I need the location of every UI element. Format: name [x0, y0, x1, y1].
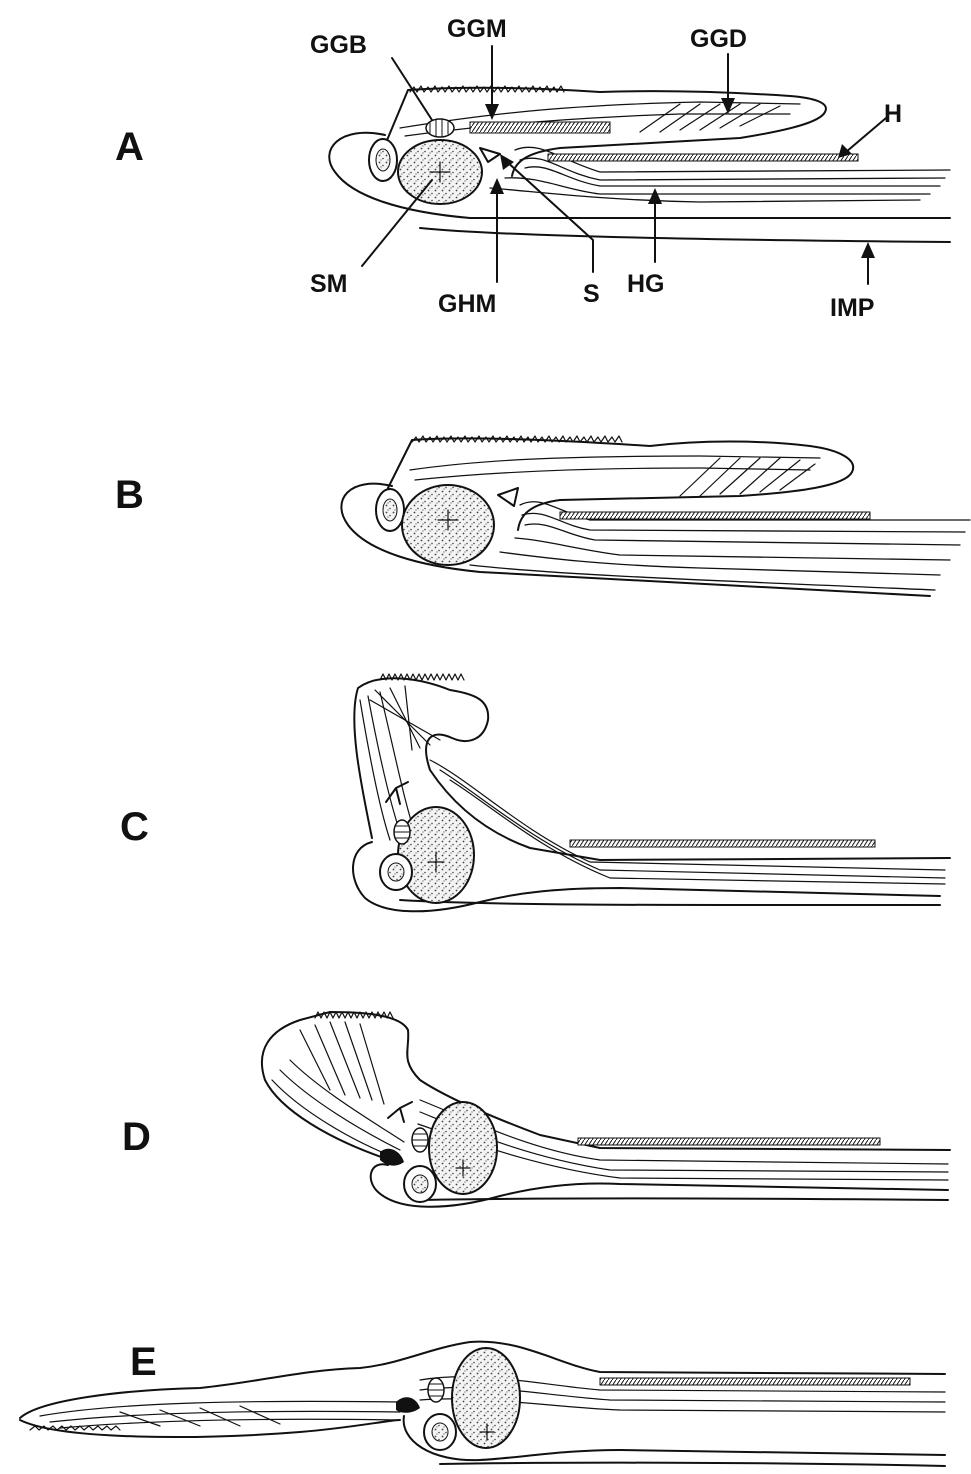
- fibres-d: [272, 1022, 948, 1180]
- hyoid-bar-d: [578, 1138, 880, 1145]
- arrow-h: [846, 118, 886, 152]
- hyoid-bar-a: [548, 154, 858, 161]
- panel-letter-c: C: [120, 805, 149, 849]
- arrow-s: [505, 160, 593, 272]
- s-septum-d: [388, 1102, 412, 1122]
- sm-muscle-e: [452, 1348, 520, 1448]
- imp-line-a: [420, 228, 950, 242]
- label-ggd: GGD: [690, 25, 747, 53]
- panel-e: E: [20, 1340, 945, 1466]
- label-ggm: GGM: [447, 15, 507, 43]
- label-s: S: [583, 280, 600, 308]
- s-septum-b: [498, 488, 518, 506]
- label-ghm: GHM: [438, 290, 496, 318]
- panel-d: D: [122, 1012, 950, 1207]
- label-hg: HG: [627, 270, 665, 298]
- label-h: H: [884, 100, 902, 128]
- ggb-dark-d: [380, 1149, 404, 1166]
- panel-letter-b: B: [115, 473, 144, 517]
- hyoid-bar-b: [560, 512, 870, 519]
- ggb-dark-e: [396, 1397, 420, 1413]
- panel-a: A: [115, 15, 950, 322]
- panel-letter-d: D: [122, 1115, 151, 1159]
- panel-c: C: [120, 674, 950, 911]
- papillae-c: [380, 674, 464, 680]
- arrow-sm: [362, 180, 432, 266]
- hyoid-bar-e: [600, 1378, 910, 1385]
- sm-muscle-d: [429, 1102, 497, 1194]
- hyoid-bar-c: [570, 840, 875, 847]
- panel-letter-a: A: [115, 125, 144, 169]
- label-imp: IMP: [830, 294, 874, 322]
- s-septum-a: [480, 148, 500, 162]
- panel-b: B: [115, 436, 970, 596]
- label-sm: SM: [310, 270, 348, 298]
- panel-letter-e: E: [130, 1340, 157, 1384]
- ggm-band-a: [470, 122, 610, 133]
- label-ggb: GGB: [310, 31, 367, 59]
